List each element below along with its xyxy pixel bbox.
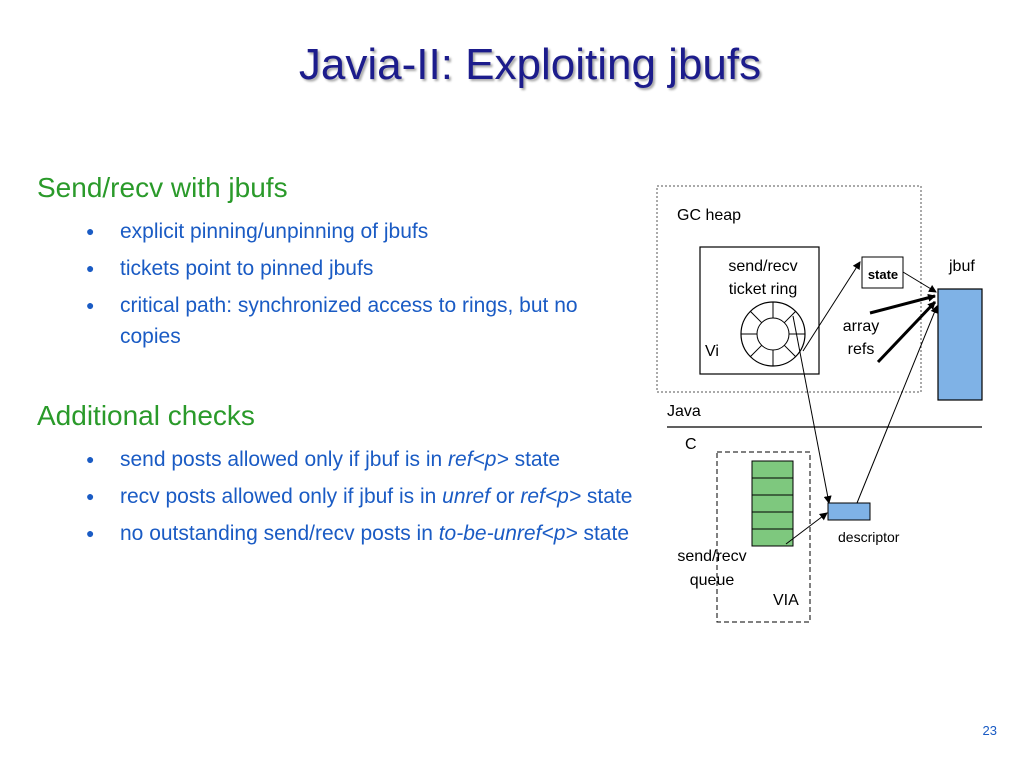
descriptor-to-jbuf-arrow — [856, 305, 939, 504]
array-ref-arrow-2 — [876, 300, 937, 364]
send-recv-queue — [751, 460, 794, 547]
section-heading-send-recv: Send/recv with jbufs — [37, 172, 288, 203]
bullet-text: or — [490, 485, 521, 508]
bullet-item: ● send posts allowed only if jbuf is in r… — [0, 444, 640, 475]
state-to-jbuf-arrow — [902, 271, 937, 293]
bullet-list-send-recv: ● explicit pinning/unpinning of jbufs ● tic… — [0, 216, 640, 358]
array-ref-arrow-1 — [869, 293, 936, 315]
jbuf-label: jbuf — [948, 258, 975, 275]
ring-to-descriptor-arrow — [792, 315, 832, 504]
array-refs-label-line2: refs — [848, 341, 875, 358]
array-refs-label-line1: array — [843, 318, 879, 335]
ticket-ring — [740, 301, 806, 367]
bullet-text: no outstanding send/recv posts in — [120, 522, 439, 545]
bullet-item: ● critical path: synchronized access to r… — [0, 290, 640, 352]
ticket-ring-label-line1: send/recv — [728, 258, 797, 275]
via-label: VIA — [773, 592, 799, 609]
bullet-dot-icon: ● — [86, 451, 95, 467]
bullet-text: state — [581, 485, 633, 508]
section-heading-additional-checks: Additional checks — [37, 400, 255, 431]
ticket-ring-label-line2: ticket ring — [729, 281, 797, 298]
bullet-item: ● tickets point to pinned jbufs — [0, 253, 640, 284]
bullet-text: tickets point to pinned jbufs — [120, 257, 374, 280]
bullet-item: ● no outstanding send/recv posts in to-be… — [0, 518, 640, 549]
gc-heap-label: GC heap — [677, 207, 741, 224]
jbuf-block — [937, 288, 983, 401]
bullet-text: explicit pinning/unpinning of jbufs — [120, 220, 429, 243]
bullet-list-additional-checks: ● send posts allowed only if jbuf is in r… — [0, 444, 640, 555]
queue-to-descriptor-arrow — [785, 512, 828, 545]
bullet-text: state — [508, 448, 561, 471]
queue-label-line1: send/recv — [677, 548, 746, 565]
queue-label-line2: queue — [690, 572, 735, 589]
bullet-text-italic: ref<p> — [448, 448, 509, 471]
bullet-dot-icon: ● — [86, 488, 95, 504]
bullet-text: critical path: synchronized access to ri… — [120, 294, 578, 348]
bullet-item: ● recv posts allowed only if jbuf is in u… — [0, 481, 640, 512]
bullet-text-italic: ref<p> — [520, 485, 582, 508]
state-label: state — [868, 267, 898, 282]
bullet-dot-icon: ● — [86, 223, 95, 239]
descriptor-block — [827, 502, 871, 521]
bullet-text-italic: unref — [442, 485, 491, 508]
page-number: 23 — [982, 723, 997, 738]
bullet-dot-icon: ● — [86, 260, 95, 276]
bullet-text: send posts allowed only if jbuf is in — [120, 448, 449, 471]
java-label: Java — [667, 403, 701, 420]
state-box — [861, 256, 904, 289]
bullet-text-italic: to-be-unref<p> — [438, 522, 578, 545]
gc-heap-region — [656, 185, 922, 393]
ring-to-state-arrow — [802, 261, 861, 352]
bullet-dot-icon: ● — [86, 297, 95, 313]
c-label: C — [685, 436, 697, 453]
descriptor-label: descriptor — [838, 529, 900, 545]
bullet-text: state — [577, 522, 630, 545]
via-region — [716, 451, 811, 623]
bullet-text: recv posts allowed only if jbuf is in — [120, 485, 443, 508]
bullet-dot-icon: ● — [86, 525, 95, 541]
vi-label: Vi — [705, 343, 719, 360]
slide-title: Javia-II: Exploiting jbufs — [298, 40, 762, 89]
bullet-item: ● explicit pinning/unpinning of jbufs — [0, 216, 640, 247]
